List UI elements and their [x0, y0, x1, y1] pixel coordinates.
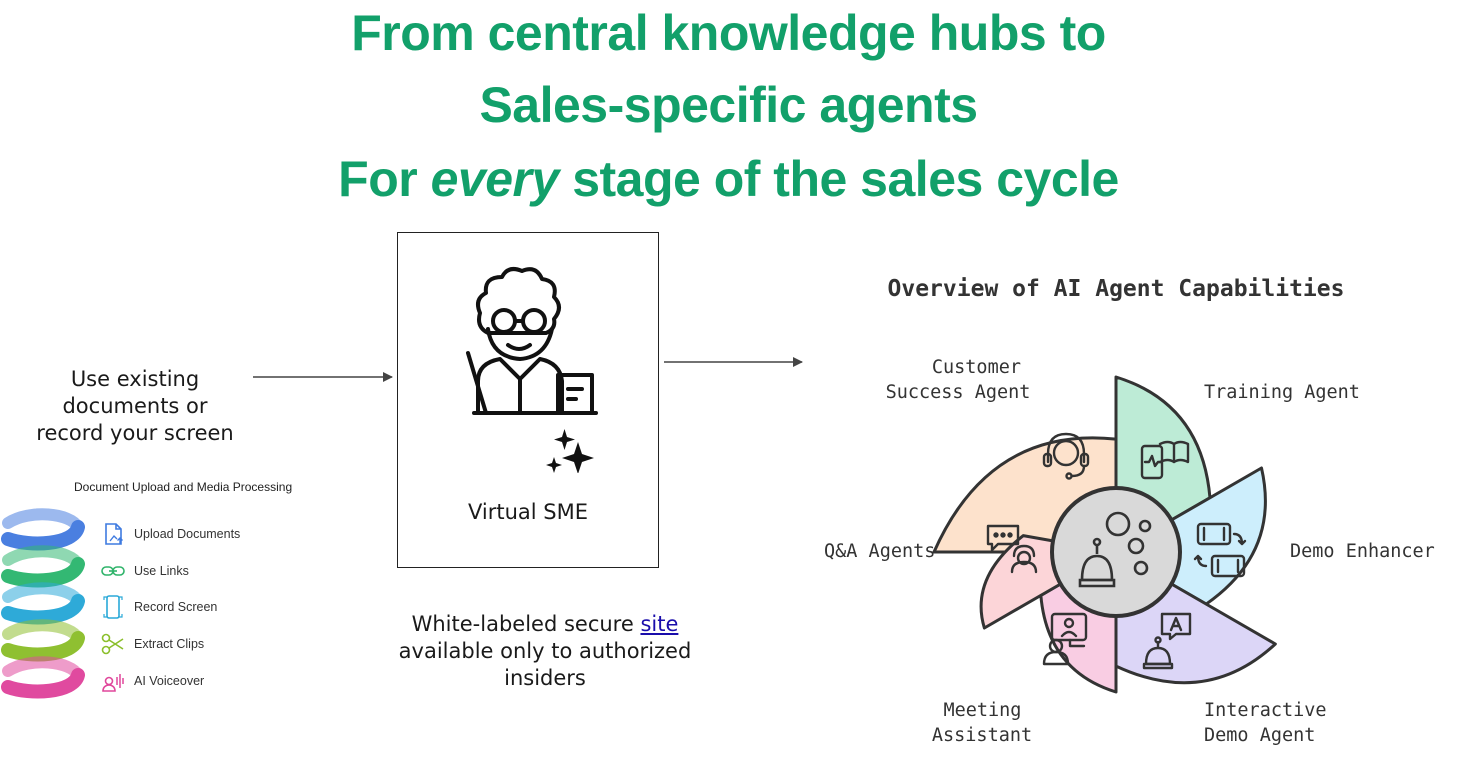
headset-icon — [1042, 432, 1090, 480]
caption-start: White-labeled secure — [411, 612, 641, 636]
doc-processing-list: Upload Documents Use Links Record Screen… — [100, 516, 240, 699]
record-screen-icon — [103, 595, 123, 620]
feature-label: Extract Clips — [134, 637, 205, 652]
headline-line-1: From central knowledge hubs to — [351, 5, 1106, 61]
demo-switch-icon — [1193, 522, 1247, 578]
label-line: Interactive — [1204, 700, 1327, 721]
overview-title: Overview of AI Agent Capabilities — [888, 276, 1345, 302]
label-line: Customer — [932, 357, 1021, 378]
headline-line-3: For every stage of the sales cycle — [0, 150, 1457, 208]
sparkle-icon — [546, 429, 594, 473]
label-demo-enhancer: Demo Enhancer — [1290, 541, 1435, 562]
headline-line-2: Sales-specific agents — [479, 77, 978, 133]
label-interactive-demo-agent: Interactive Demo Agent — [1204, 700, 1338, 746]
feature-use-links[interactable]: Use Links — [100, 553, 240, 590]
label-customer-success-agent: Customer Success Agent — [886, 357, 1033, 403]
expert-person-icon — [466, 267, 598, 415]
virtual-sme-label: Virtual SME — [467, 500, 588, 524]
meeting-icon — [1042, 612, 1088, 666]
secure-site-caption: White-labeled secure site available only… — [380, 611, 710, 692]
feature-label: Record Screen — [134, 600, 218, 615]
label-line: Assistant — [932, 725, 1032, 746]
headline-line-3-end: stage of the sales cycle — [558, 151, 1119, 207]
ai-bot-hub-icon — [1078, 511, 1152, 588]
feature-extract-clips[interactable]: Extract Clips — [100, 626, 240, 663]
site-link[interactable]: site — [640, 612, 679, 636]
headline-line-3-start: For — [338, 151, 431, 207]
label-line: Demo Agent — [1204, 725, 1315, 746]
label-line: Success Agent — [886, 382, 1031, 403]
label-line: Meeting — [943, 700, 1021, 721]
headline-emphasis: every — [430, 151, 560, 207]
input-description: Use existing documents or record your sc… — [36, 367, 234, 445]
scissors-icon — [101, 633, 124, 655]
feature-label: AI Voiceover — [134, 673, 205, 688]
caption-end: available only to authorized insiders — [398, 639, 692, 690]
virtual-sme-box: Virtual SME — [397, 232, 659, 568]
feature-ai-voiceover[interactable]: AI Voiceover — [100, 662, 240, 699]
upload-document-icon — [105, 523, 123, 546]
agent-hub-center — [1050, 486, 1182, 618]
doc-processing-heading: Document Upload and Media Processing — [74, 480, 293, 494]
feature-record-screen[interactable]: Record Screen — [100, 589, 240, 626]
label-meeting-assistant: Meeting Assistant — [932, 700, 1033, 746]
feature-label: Use Links — [134, 563, 189, 578]
feature-upload-documents[interactable]: Upload Documents — [100, 516, 240, 553]
label-qa-agents: Q&A Agents — [824, 541, 935, 562]
training-icon — [1140, 440, 1190, 480]
link-icon — [101, 566, 125, 576]
label-training-agent: Training Agent — [1204, 382, 1360, 403]
virtual-sme-illustration — [466, 267, 598, 473]
feature-label: Upload Documents — [134, 527, 241, 542]
chat-icon — [986, 524, 1038, 574]
voiceover-icon — [102, 673, 124, 692]
interactive-bot-icon — [1142, 612, 1192, 670]
